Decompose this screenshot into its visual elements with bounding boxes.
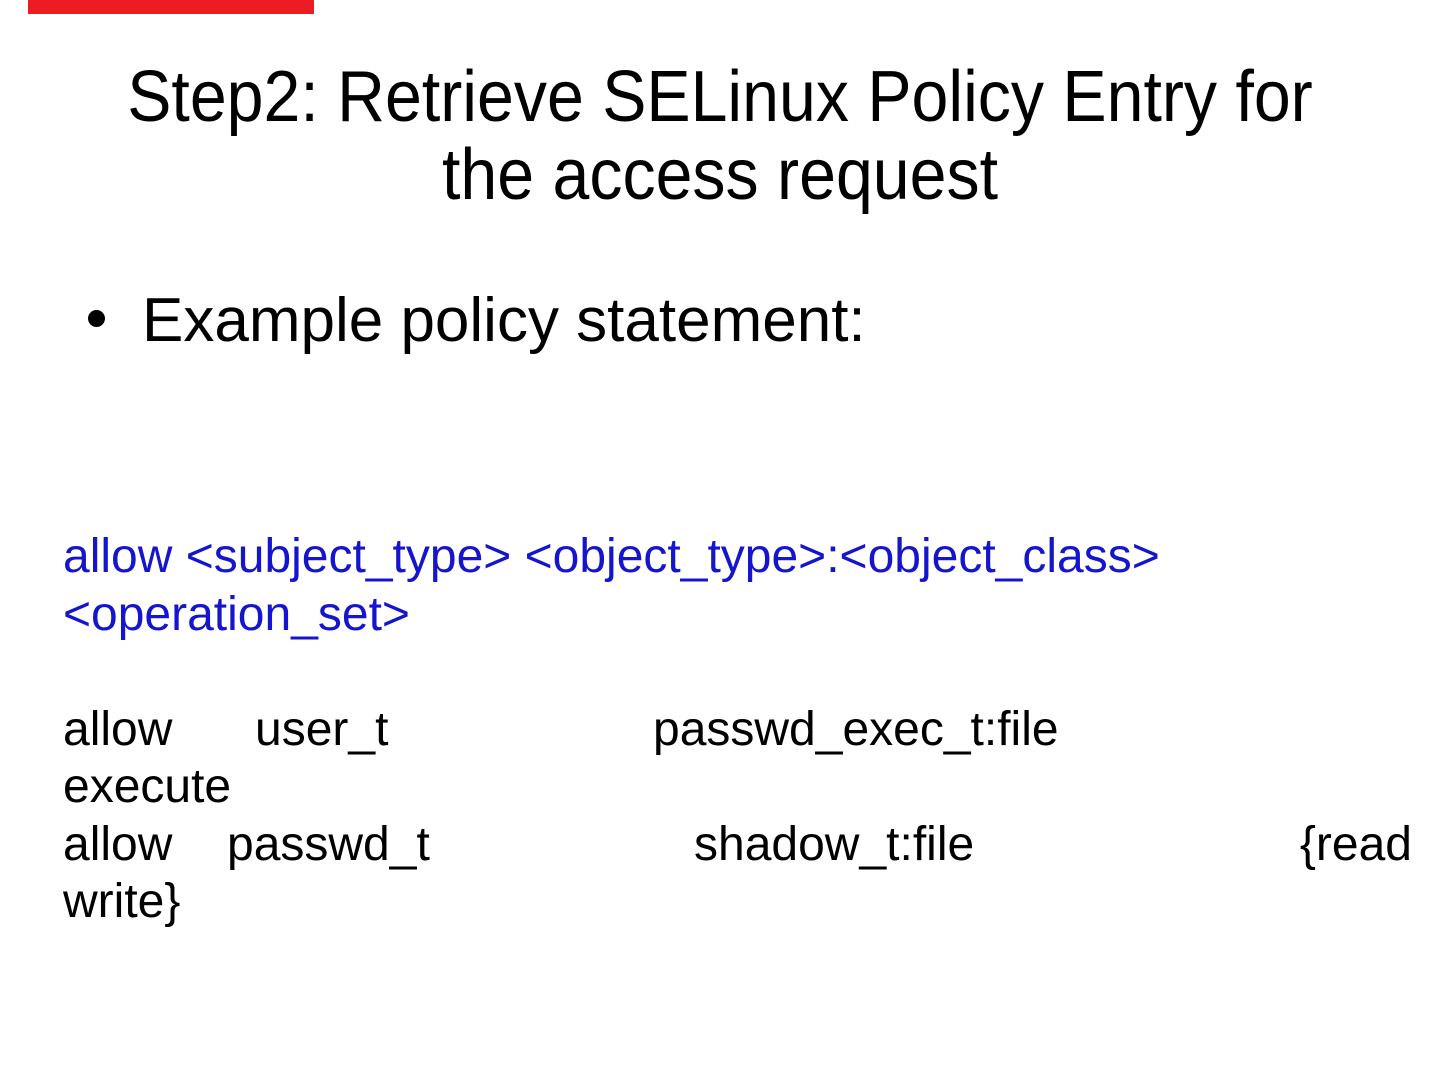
rule1-keyword: allow (63, 702, 173, 756)
red-marker-bar (28, 0, 314, 14)
rule1-subject-type: user_t (255, 702, 389, 756)
rule2-subject-type: passwd_t (227, 817, 430, 871)
policy-rule-1-line-1: allow user_t passwd_exec_t:file (63, 701, 1412, 759)
rule2-object-class: shadow_t:file (694, 817, 975, 871)
rule1-object-class: passwd_exec_t:file (653, 702, 1059, 756)
bullet-label: Example policy statement: (142, 286, 866, 355)
policy-template-line-1: allow <subject_type> <object_type>:<obje… (63, 530, 1160, 583)
title-line-2: the access request (442, 135, 998, 215)
blank-line (63, 643, 1412, 701)
policy-code-block: allow <subject_type> <object_type>:<obje… (63, 528, 1412, 931)
rule2-operation-open: {read (1299, 817, 1412, 871)
slide-title: Step2: Retrieve SELinux Policy Entry for… (58, 58, 1383, 214)
title-line-1: Step2: Retrieve SELinux Policy Entry for (127, 57, 1313, 137)
policy-rule-2-line-2: write} (63, 875, 181, 928)
policy-rule-1-line-2: execute (63, 760, 232, 813)
rule2-keyword: allow (63, 817, 173, 871)
bullet-marker (88, 310, 105, 327)
policy-template-line-2: <operation_set> (63, 587, 410, 641)
policy-rule-2-line-1: allow passwd_t shadow_t:file {read (63, 816, 1412, 874)
